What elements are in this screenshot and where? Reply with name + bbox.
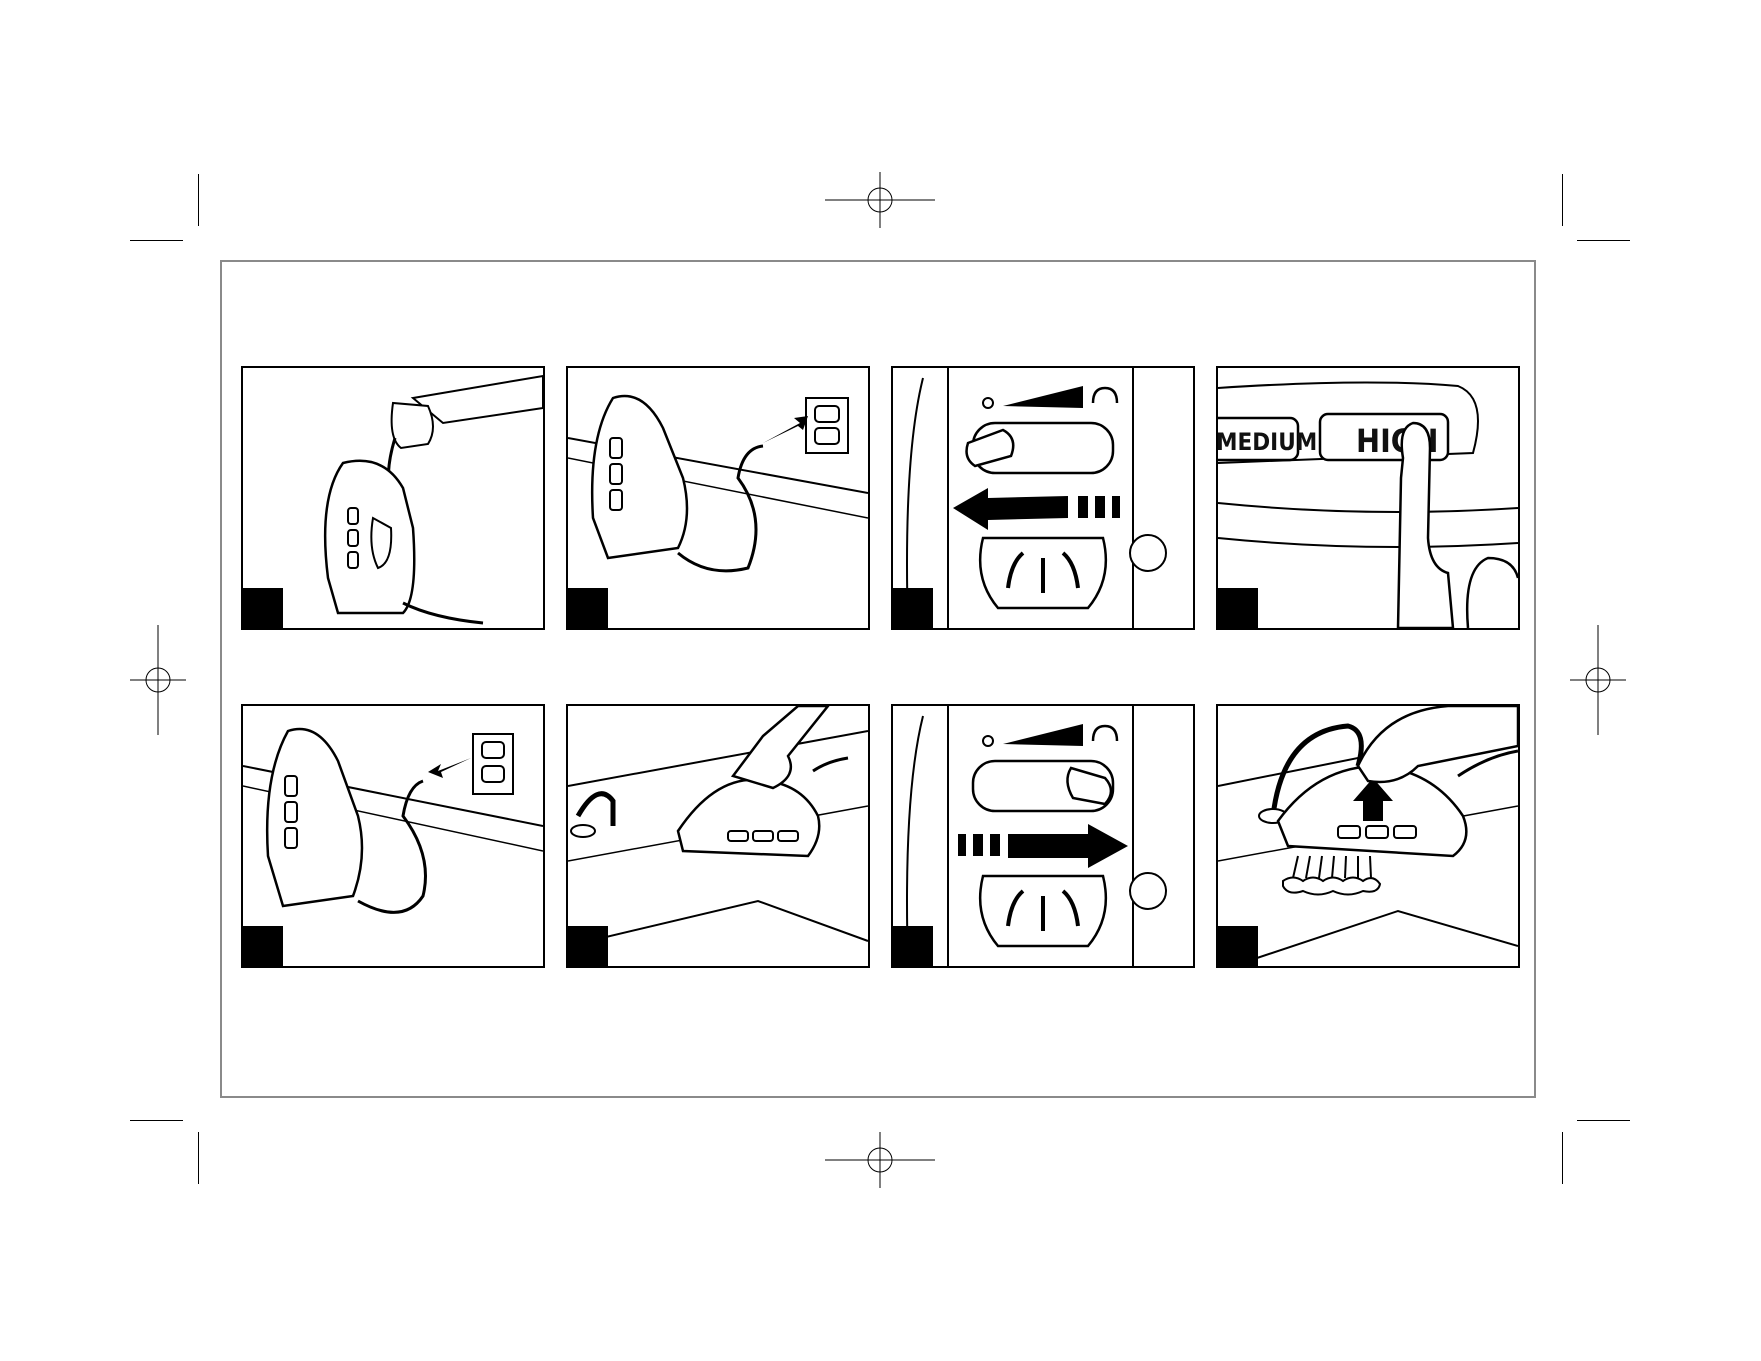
iron-over-sink-illustration [568,706,868,966]
power-button-illustration: MEDIUM HIGH [1218,368,1518,628]
fill-water-illustration [243,368,543,628]
self-clean-illustration [1218,706,1518,966]
panel-plug-in [566,366,870,630]
step-number-badge [243,926,283,966]
steam-dial-left-illustration [893,368,1193,628]
step-number-badge [893,588,933,628]
registration-mark-right [1570,625,1626,735]
panel-self-clean [1216,704,1520,968]
steam-dial-right-illustration [893,706,1193,966]
registration-mark-bottom [825,1132,935,1188]
medium-label: MEDIUM [1218,428,1317,456]
step-number-badge [1218,926,1258,966]
panel-steam-dial-right [891,704,1195,968]
panel-unplug [241,704,545,968]
registration-mark-top [825,172,935,228]
panel-steam-dial-left [891,366,1195,630]
panel-fill-water [241,366,545,630]
unplug-illustration [243,706,543,966]
step-number-badge [568,588,608,628]
panel-power-button: MEDIUM HIGH [1216,366,1520,630]
step-number-badge [1218,588,1258,628]
panel-iron-over-sink [566,704,870,968]
registration-mark-left [130,625,186,735]
step-number-badge [893,926,933,966]
plug-in-illustration [568,368,868,628]
step-number-badge [568,926,608,966]
step-number-badge [243,588,283,628]
